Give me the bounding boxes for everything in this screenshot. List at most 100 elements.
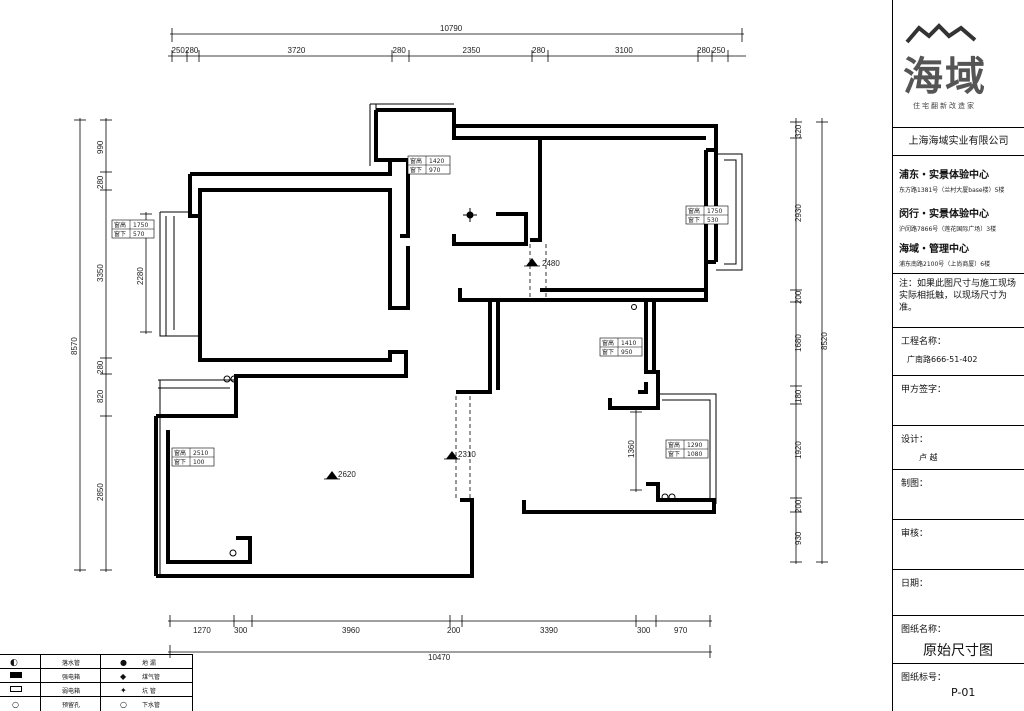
window-label: 窗高 [668, 441, 680, 449]
left-segment-label: 3350 [96, 264, 105, 282]
right-segment-label: 180 [794, 389, 803, 403]
window-value: 100 [193, 459, 205, 466]
window-label: 窗下 [602, 348, 614, 356]
window-label: 窗高 [410, 157, 422, 165]
field-label: 甲方签字： [901, 385, 947, 395]
height-label: 2480 [542, 259, 560, 268]
center-name: 闵行・实景体验中心 [899, 209, 989, 220]
left-total-label: 8570 [70, 337, 79, 355]
top-segment-label: 3720 [288, 46, 306, 55]
logo-text: 海域 [903, 53, 987, 100]
left-segment-label: 280 [96, 360, 105, 374]
legend-item: 强电箱 [62, 674, 81, 681]
right-segment-label: 320 [794, 124, 803, 138]
top-segment-label: 2350 [463, 46, 481, 55]
bottom-segment-label: 3390 [540, 626, 558, 635]
legend-row: ◐ 落水管 ● 地 漏 [0, 654, 193, 668]
top-segment-label: 250 [172, 46, 186, 55]
drain-pipe-icon [668, 493, 676, 501]
bottom-segment-label: 970 [674, 626, 688, 635]
logo-area: 海域 住宅翻新改造家 [893, 0, 1024, 128]
field-label: 日期： [901, 579, 929, 589]
window-value: 970 [429, 167, 441, 174]
top-segment-label: 280 [697, 46, 711, 55]
height-marker-2480: 2480 [524, 258, 560, 268]
window-label: 窗下 [668, 450, 680, 458]
center-address: 浦东南路2100号（上尚商厦）6楼 [899, 261, 991, 268]
legend-item: 落水管 [62, 660, 81, 667]
window-label: 窗下 [174, 458, 186, 466]
field-label: 设计： [901, 435, 929, 445]
top-segment-label: 280 [532, 46, 546, 55]
drain-pipe-icon [230, 375, 238, 383]
top-total-label: 10790 [440, 24, 463, 33]
designer-field: 设计： 卢 越 [893, 426, 1024, 470]
legend-item: 坑 管 [142, 688, 156, 695]
field-label: 图纸名称： [901, 625, 947, 635]
designer-name: 卢 越 [919, 453, 938, 462]
left-window-label: 2280 [136, 267, 145, 285]
legend-row: 弱电箱 ✦ 坑 管 [0, 682, 193, 696]
drain-pipe-icon: ◐ [10, 658, 18, 668]
logo-slogan: 住宅翻新改造家 [913, 102, 976, 110]
legend-item: 预留孔 [62, 702, 81, 709]
height-marker-2310: 2310 [444, 450, 476, 460]
top-segment-label: 280 [393, 46, 407, 55]
drafter-field: 制图： [893, 470, 1024, 520]
door-openings [455, 244, 659, 498]
reserved-hole-icon: ○ [12, 700, 19, 709]
field-label: 图纸标号： [901, 673, 947, 683]
bottom-total-label: 10470 [428, 653, 451, 662]
right-inner-label: 1360 [627, 440, 636, 458]
legend-item: 弱电箱 [62, 688, 81, 695]
compass-icon [463, 208, 477, 222]
field-label: 审核： [901, 529, 929, 539]
bottom-segment-label: 300 [637, 626, 651, 635]
right-segment-label: 200 [794, 290, 803, 304]
window-value: 1290 [687, 442, 702, 449]
right-segment-label: 2930 [794, 204, 803, 222]
windows-lines [158, 103, 743, 574]
window-value: 1410 [621, 340, 636, 347]
weak-box-icon [10, 686, 22, 692]
left-segment-label: 280 [96, 175, 105, 189]
window-tag: 窗高 2510 窗下 100 [171, 447, 215, 467]
project-field: 工程名称： 广南路666-51-402 [893, 328, 1024, 376]
legend-table: ◐ 落水管 ● 地 漏 强电箱 ◆ 煤气管 弱电箱 ✦ 坑 管 ○ 预留孔 ○ … [0, 654, 193, 711]
drawing-name-field: 图纸名称： 原始尺寸图 [893, 616, 1024, 664]
window-label: 窗高 [174, 449, 186, 457]
window-value: 2510 [193, 450, 208, 457]
legend-item: 下水管 [142, 702, 161, 709]
top-segment-label: 250 [712, 46, 726, 55]
bottom-segment-label: 300 [234, 626, 248, 635]
center-name: 海域・管理中心 [899, 244, 969, 255]
pit-pipe-icon: ✦ [120, 686, 127, 695]
window-label: 窗高 [688, 207, 700, 215]
window-label: 窗下 [114, 230, 126, 238]
window-label: 窗高 [114, 221, 126, 229]
field-label: 工程名称： [901, 337, 947, 347]
bottom-segment-label: 3960 [342, 626, 360, 635]
center-name: 浦东・实景体验中心 [899, 170, 989, 181]
window-value: 1420 [429, 158, 444, 165]
drain-pipe-icon [223, 375, 231, 383]
center-address: 沪闵路7866号（莲花国际广场）3楼 [899, 226, 997, 233]
title-block: 海域 住宅翻新改造家 上海海域实业有限公司 浦东・实景体验中心 东方路1381号… [892, 0, 1024, 711]
right-segment-label: 200 [794, 499, 803, 513]
window-label: 窗下 [688, 216, 700, 224]
drawing-number-field: 图纸标号： P-01 [893, 664, 1024, 711]
right-segment-label: 1920 [794, 441, 803, 459]
left-segment-label: 2850 [96, 483, 105, 501]
window-value: 950 [621, 349, 633, 356]
project-name: 广南路666-51-402 [907, 355, 978, 364]
window-value: 1750 [707, 208, 722, 215]
